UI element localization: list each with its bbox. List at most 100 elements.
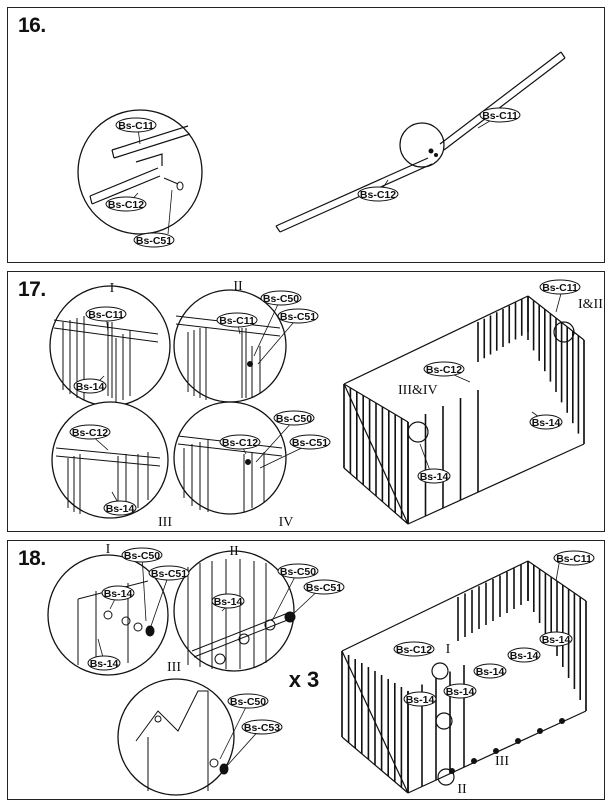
part-label-14: Bs-14	[211, 593, 245, 609]
detail-label-i: I	[110, 281, 115, 296]
part-label-c51: Bs-C51	[289, 434, 331, 450]
svg-text:Bs-C50: Bs-C50	[124, 550, 160, 562]
svg-text:Bs-C12: Bs-C12	[72, 427, 108, 439]
svg-text:Bs-C50: Bs-C50	[230, 696, 266, 708]
part-label-14: Bs-14	[443, 683, 477, 699]
svg-text:Bs-C12: Bs-C12	[222, 437, 258, 449]
svg-text:Bs-C51: Bs-C51	[292, 437, 328, 449]
part-label-14: Bs-14	[73, 378, 107, 394]
part-label-14: Bs-14	[507, 647, 541, 663]
svg-text:Bs-C12: Bs-C12	[360, 189, 396, 201]
screw-icon	[428, 148, 438, 157]
screw-row	[449, 718, 565, 774]
detail-rails	[89, 125, 191, 205]
detail-circle-i	[49, 285, 171, 407]
svg-text:Bs-14: Bs-14	[542, 634, 571, 646]
part-label-14: Bs-14	[529, 414, 563, 430]
svg-text:Bs-C11: Bs-C11	[556, 553, 592, 565]
detail-circle-iii	[51, 401, 169, 519]
part-label-14: Bs-14	[87, 655, 121, 671]
svg-text:Bs-14: Bs-14	[76, 381, 105, 393]
rail-c11	[439, 51, 566, 151]
svg-text:Bs-C12: Bs-C12	[396, 644, 432, 656]
detail-circle-iv	[173, 401, 287, 515]
step-17-diagram: Bs-C11 Bs-14 Bs-C11 Bs-C50 Bs-C51 Bs-C12…	[49, 279, 603, 530]
svg-text:Bs-C53: Bs-C53	[244, 722, 280, 734]
svg-text:Bs-C51: Bs-C51	[280, 311, 316, 323]
part-label-c11: Bs-C11	[115, 117, 157, 133]
svg-text:Bs-14: Bs-14	[214, 596, 243, 608]
rail-c12	[275, 157, 433, 233]
part-label-c50: Bs-C50	[227, 693, 269, 709]
svg-text:Bs-C12: Bs-C12	[426, 364, 462, 376]
part-label-c11: Bs-C11	[85, 306, 127, 322]
detail-label-iii: III	[158, 515, 172, 530]
svg-text:Bs-14: Bs-14	[106, 503, 135, 515]
step-17-panel: 17.	[7, 271, 605, 532]
step-number: 16.	[18, 14, 46, 37]
svg-text:Bs-C51: Bs-C51	[306, 582, 342, 594]
part-label-c12: Bs-C12	[357, 186, 399, 202]
step-number: 17.	[18, 278, 46, 301]
part-label-c12: Bs-C12	[69, 424, 111, 440]
svg-text:Bs-14: Bs-14	[446, 686, 475, 698]
screw-icon	[163, 177, 184, 191]
part-label-c11: Bs-C11	[553, 550, 595, 566]
part-label-c51: Bs-C51	[277, 308, 319, 324]
detail-label-iv: IV	[279, 515, 294, 530]
detail-circle-small	[399, 122, 445, 168]
svg-text:Bs-C12: Bs-C12	[108, 199, 144, 211]
detail-label-ii: II	[457, 782, 467, 797]
svg-text:Bs-14: Bs-14	[104, 588, 133, 600]
part-label-14: Bs-14	[473, 663, 507, 679]
part-label-14: Bs-14	[417, 468, 451, 484]
detail-circle-ii	[173, 550, 295, 672]
svg-text:Bs-14: Bs-14	[406, 694, 435, 706]
detail-label-ii: II	[233, 279, 243, 294]
multiplier: x 3	[289, 667, 320, 692]
step-18-diagram: Bs-C50 Bs-C51 Bs-14 Bs-14 Bs-C50 Bs-C51 …	[47, 542, 595, 797]
part-label-c50: Bs-C50	[260, 290, 302, 306]
step-number: 18.	[18, 547, 46, 570]
detail-label-i-ii: I&II	[578, 297, 603, 312]
part-label-c12: Bs-C12	[423, 361, 465, 377]
part-label-14: Bs-14	[403, 691, 437, 707]
shed-wall-stripes	[343, 296, 585, 524]
part-label-c12: Bs-C12	[393, 641, 435, 657]
svg-text:Bs-C11: Bs-C11	[542, 282, 578, 294]
detail-label-i: I	[106, 542, 111, 557]
svg-text:Bs-C51: Bs-C51	[136, 235, 172, 247]
svg-text:Bs-14: Bs-14	[532, 417, 561, 429]
svg-text:Bs-C11: Bs-C11	[482, 110, 518, 122]
detail-circle-iii	[117, 678, 235, 796]
part-label-c51: Bs-C51	[148, 565, 190, 581]
part-label-c50: Bs-C50	[121, 547, 163, 563]
svg-text:Bs-14: Bs-14	[476, 666, 505, 678]
part-label-c51: Bs-C51	[303, 579, 345, 595]
step-16-diagram: Bs-C11 Bs-C12 Bs-C51 Bs-C12 Bs-C11	[77, 51, 566, 248]
shed-wall-stripes	[341, 561, 587, 793]
detail-circle-ii	[173, 289, 287, 403]
part-label-c12: Bs-C12	[219, 434, 261, 450]
detail-label-ii: II	[229, 544, 239, 559]
svg-text:Bs-14: Bs-14	[420, 471, 449, 483]
detail-label-iii-iv: III&IV	[398, 383, 438, 398]
svg-text:Bs-C50: Bs-C50	[276, 413, 312, 425]
part-label-c12: Bs-C12	[105, 196, 147, 212]
svg-text:Bs-C50: Bs-C50	[280, 566, 316, 578]
detail-label-iii: III	[495, 754, 509, 769]
svg-text:Bs-14: Bs-14	[90, 658, 119, 670]
svg-text:Bs-C11: Bs-C11	[88, 309, 124, 321]
part-label-14: Bs-14	[103, 500, 137, 516]
shed-frame	[343, 295, 585, 525]
detail-label-i: I	[446, 642, 451, 657]
part-label-c11: Bs-C11	[539, 279, 581, 295]
part-label-14: Bs-14	[101, 585, 135, 601]
part-label-c50: Bs-C50	[277, 563, 319, 579]
step-16-panel: 16. Bs-C11	[7, 7, 605, 263]
step-18-panel: 18.	[7, 540, 605, 800]
svg-text:Bs-C50: Bs-C50	[263, 293, 299, 305]
part-label-c53: Bs-C53	[241, 719, 283, 735]
detail-label-iii: III	[167, 660, 181, 675]
part-label-14: Bs-14	[539, 631, 573, 647]
